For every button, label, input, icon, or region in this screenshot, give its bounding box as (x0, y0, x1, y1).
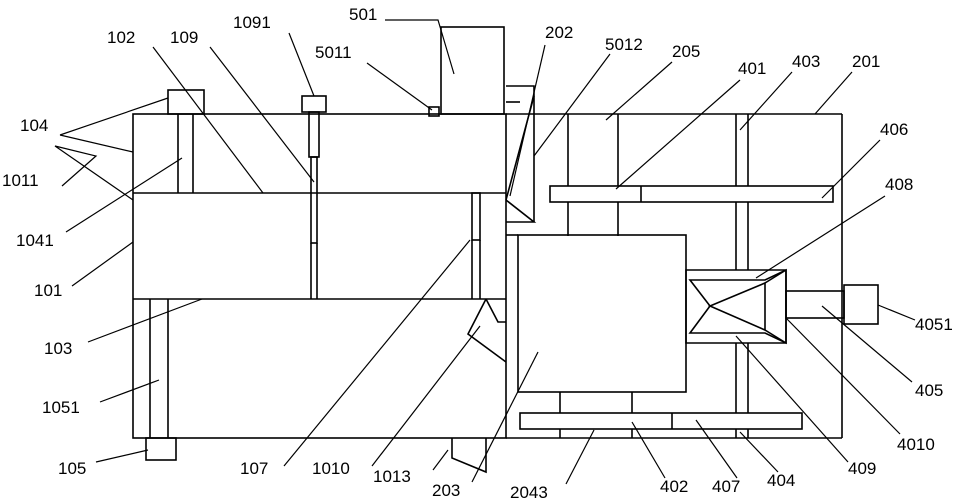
label-102: 102 (107, 28, 135, 47)
label-1013: 1013 (373, 467, 411, 486)
label-1041: 1041 (16, 231, 54, 250)
shaft-405 (786, 291, 844, 318)
leader-5011 (367, 63, 432, 110)
leader-406 (822, 140, 880, 198)
leader-1041 (66, 158, 182, 232)
label-406: 406 (880, 120, 908, 139)
leader-401 (616, 80, 740, 189)
leader-403 (740, 72, 792, 130)
leader-101 (72, 242, 133, 286)
label-408: 408 (885, 175, 913, 194)
leader-203 (472, 352, 538, 482)
chute-1010-inner (486, 299, 506, 322)
label-501: 501 (349, 5, 377, 24)
funnel-inner-409 (710, 283, 765, 330)
rod-107-upper (472, 193, 480, 240)
label-1051: 1051 (42, 398, 80, 417)
cap-1091 (302, 96, 326, 112)
leader-102 (153, 47, 263, 193)
rod-109-lower (311, 157, 317, 243)
leader-202 (510, 45, 545, 196)
hopper-501 (441, 27, 504, 114)
leader-5012 (534, 54, 610, 156)
label-105: 105 (58, 459, 86, 478)
chute-1010 (468, 299, 506, 362)
leader-107 (284, 240, 470, 466)
label-103: 103 (44, 339, 72, 358)
label-405: 405 (915, 381, 943, 400)
label-409: 409 (848, 459, 876, 478)
funnel-upper-408 (690, 270, 786, 343)
leader-104 (60, 98, 168, 135)
beam-401 (550, 186, 833, 202)
cap-104 (168, 90, 204, 114)
box-203 (518, 235, 686, 392)
leader-4010 (786, 318, 900, 434)
leader-1010 (372, 326, 480, 466)
label-202: 202 (545, 23, 573, 42)
channel-5012-ramp (506, 200, 534, 222)
leader-409 (736, 336, 848, 462)
label-2043: 2043 (510, 483, 548, 502)
label-5011: 5011 (315, 43, 352, 62)
label-404: 404 (767, 471, 795, 490)
label-1011: 1011 (2, 171, 39, 190)
label-5012: 5012 (605, 35, 643, 54)
label-1010: 1010 (312, 459, 350, 478)
leader-1013 (433, 450, 448, 470)
motor-4051 (844, 285, 878, 324)
label-4051: 4051 (915, 315, 953, 334)
funnel-outer (686, 270, 786, 343)
leader-4051 (878, 305, 915, 320)
label-205: 205 (672, 42, 700, 61)
bar-2043 (520, 413, 802, 429)
leader-1011 (55, 146, 133, 200)
leader-103 (88, 299, 202, 342)
label-403: 403 (792, 52, 820, 71)
label-401: 401 (738, 59, 766, 78)
label-101: 101 (34, 281, 62, 300)
leader-1091 (289, 33, 314, 96)
label-1091: 1091 (233, 13, 271, 32)
funnel-409-edge-2 (765, 330, 786, 343)
leader-201 (815, 72, 852, 114)
label-104: 104 (20, 116, 48, 135)
leader-501 (385, 20, 454, 74)
leader-405 (822, 306, 912, 382)
funnel-409-edge (765, 270, 786, 283)
leader-205 (606, 62, 672, 120)
foot-105 (146, 438, 176, 460)
leader-408 (756, 196, 885, 278)
rod-109-upper (309, 112, 319, 157)
label-201: 201 (852, 52, 880, 71)
label-402: 402 (660, 477, 688, 496)
leader-402 (632, 422, 665, 478)
label-407: 407 (712, 477, 740, 496)
left-housing (133, 114, 506, 438)
label-4010: 4010 (897, 435, 935, 454)
label-203: 203 (432, 481, 460, 500)
label-107: 107 (240, 459, 268, 478)
label-109: 109 (170, 28, 198, 47)
leader-105 (96, 450, 148, 462)
discharge-1013 (452, 438, 486, 472)
